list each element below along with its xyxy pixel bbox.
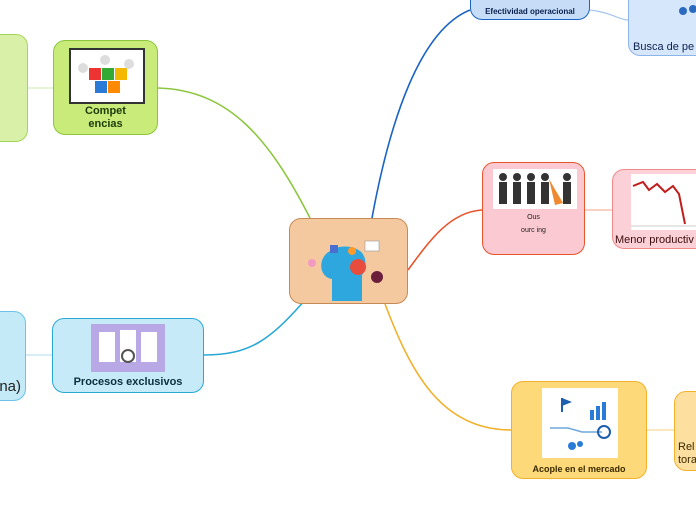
menor-label: Menor productiv — [615, 234, 694, 246]
people-icon — [679, 5, 696, 15]
decline-chart-icon — [631, 180, 696, 227]
puzzle-icon — [78, 55, 134, 93]
documents-image — [91, 324, 165, 372]
link-outsourcing — [407, 209, 483, 271]
acople-label: Acople en el mercado — [532, 464, 626, 474]
node-outsourcing[interactable]: Ous ourc ing — [482, 162, 585, 255]
left-green-node-partial[interactable] — [0, 34, 28, 142]
strategy-image — [542, 388, 618, 458]
head-gears-icon — [308, 240, 383, 301]
efectividad-label: Efectividad operacional — [485, 7, 575, 16]
left-blue-node-label: na) — [0, 378, 21, 395]
node-busca[interactable]: Busca de pe — [628, 0, 696, 56]
relaciones-label: Rel tora — [678, 441, 696, 467]
node-efectividad[interactable]: Efectividad operacional — [470, 0, 590, 20]
documents-icon — [99, 330, 157, 363]
central-topic[interactable] — [289, 218, 408, 304]
link-procesos — [203, 299, 306, 356]
node-acople[interactable]: Acople en el mercado — [511, 381, 647, 479]
outsourcing-label: Ous ourc ing — [521, 214, 546, 235]
node-procesos[interactable]: Procesos exclusivos — [52, 318, 204, 393]
link-acople — [384, 303, 512, 431]
link-busca — [589, 9, 629, 21]
workers-icon — [499, 173, 571, 205]
decline-chart-image — [631, 174, 696, 230]
node-menor[interactable]: Menor productiv — [612, 169, 696, 249]
puzzle-people-image — [69, 48, 145, 104]
procesos-label: Procesos exclusivos — [73, 376, 183, 388]
link-efectividad — [371, 9, 471, 219]
strategy-icon — [550, 398, 611, 450]
competencias-label: Compet encias — [85, 105, 126, 131]
link-competencias — [157, 87, 311, 219]
busca-label: Busca de pe — [633, 41, 695, 53]
node-competencias[interactable]: Compet encias — [53, 40, 158, 135]
node-relaciones[interactable]: Rel tora — [674, 391, 696, 471]
workers-image — [493, 169, 577, 209]
left-blue-node-partial[interactable]: na) — [0, 311, 26, 401]
